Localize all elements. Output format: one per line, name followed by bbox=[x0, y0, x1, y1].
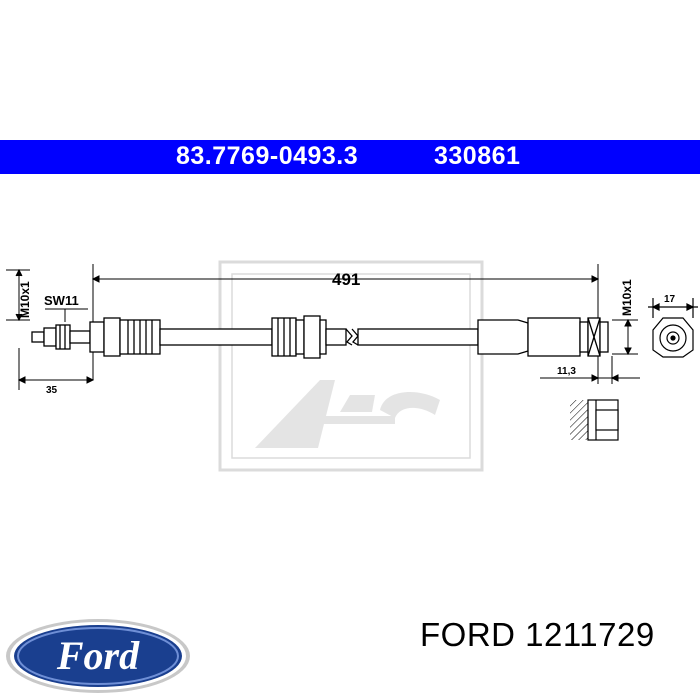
length-label: 491 bbox=[332, 270, 360, 289]
length-dimension bbox=[91, 264, 600, 380]
left-thread-label: M10x1 bbox=[18, 281, 32, 318]
right-thread-dimension bbox=[612, 318, 638, 356]
part-number-banner: 83.7769-0493.3 330861 bbox=[0, 140, 700, 174]
ford-oval-logo: Ford bbox=[6, 619, 190, 693]
left-fitting-dimension bbox=[17, 348, 95, 390]
end-width-label: 17 bbox=[664, 294, 676, 305]
left-thread-dimension bbox=[6, 268, 30, 322]
end-view bbox=[648, 298, 698, 358]
ate-watermark-logo bbox=[218, 260, 484, 472]
part-number: 83.7769-0493.3 bbox=[176, 142, 359, 170]
ford-logo-text: Ford bbox=[56, 633, 140, 678]
brake-hose bbox=[31, 315, 609, 359]
right-fitting-length-label: 11,3 bbox=[557, 366, 576, 377]
brand-caption: FORD 1211729 bbox=[420, 616, 655, 653]
right-fitting-dimension bbox=[540, 356, 640, 384]
right-thread-label: M10x1 bbox=[620, 279, 634, 316]
reference-number: 330861 bbox=[434, 142, 521, 170]
wrench-size-label: SW11 bbox=[44, 293, 79, 308]
left-fitting-length-label: 35 bbox=[46, 385, 58, 396]
section-detail bbox=[570, 399, 619, 441]
